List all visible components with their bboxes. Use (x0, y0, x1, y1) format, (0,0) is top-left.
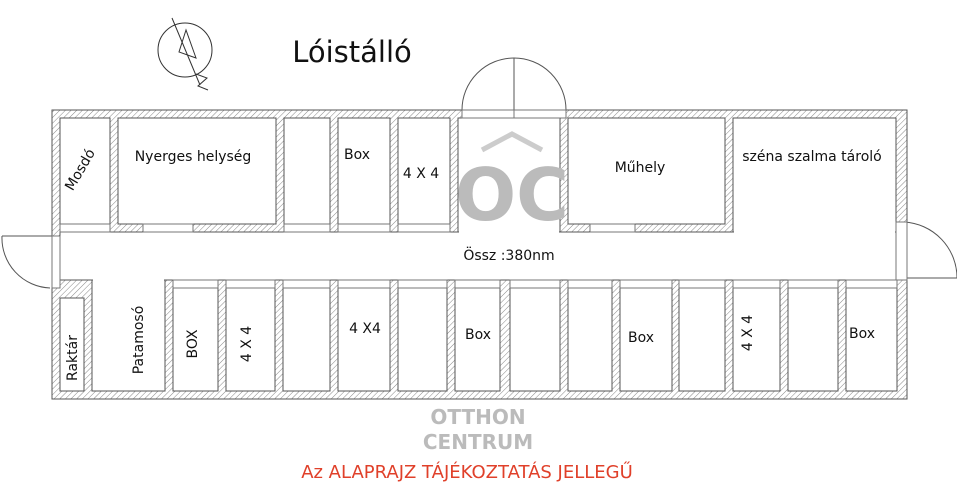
room-box (337, 117, 391, 225)
room-muhely (567, 117, 726, 225)
footer-note: Az ALAPRAJZ TÁJÉKOZTATÁS JELLEGŰ (301, 461, 633, 483)
room-4x4 (397, 117, 451, 225)
double-door (461, 57, 567, 118)
door-opening (397, 223, 451, 233)
stall-4 (337, 287, 391, 392)
room-label-szena: széna szalma tároló (742, 149, 881, 165)
left-door (1, 235, 52, 289)
stall-label: 4 X4 (349, 321, 381, 337)
stall-12 (787, 287, 839, 392)
stall-8 (567, 287, 613, 392)
watermark-logo: OC (455, 153, 569, 237)
door-opening (787, 279, 839, 289)
door-opening (845, 279, 898, 289)
door-opening (337, 279, 391, 289)
stall-13 (845, 287, 898, 392)
right-door (903, 221, 957, 279)
door-opening (283, 223, 331, 233)
page-title: Lóistálló (292, 35, 412, 69)
stall-6 (454, 287, 501, 392)
door-opening (461, 109, 515, 119)
stall-2 (225, 287, 276, 392)
door-opening (454, 279, 501, 289)
room-label-box: Box (344, 147, 370, 163)
room-patamoso (91, 279, 166, 392)
watermark-line1: OTTHON (430, 405, 525, 429)
room-label-raktar: Raktár (65, 335, 81, 381)
door-opening (567, 279, 613, 289)
room-raktar (59, 297, 85, 392)
door-opening (589, 223, 636, 233)
stall-9 (619, 287, 673, 392)
room-label-patamoso: Patamosó (131, 306, 147, 375)
stall-3 (282, 287, 331, 392)
stall-label: Box (465, 327, 491, 343)
stall-7 (509, 287, 561, 392)
door-opening (59, 223, 111, 233)
stall-label: Box (628, 330, 654, 346)
door-opening (895, 221, 908, 281)
door-opening (678, 279, 726, 289)
stall-5 (397, 287, 448, 392)
door-opening (513, 109, 567, 119)
stall-label: Box (849, 326, 875, 342)
room-label-4x4: 4 X 4 (403, 166, 439, 182)
total-area: Össz :380nm (463, 246, 554, 264)
stall-label: 4 X 4 (239, 326, 255, 362)
door-opening (172, 279, 219, 289)
watermark: OC OTTHON CENTRUM (423, 131, 569, 454)
stall-label: 4 X 4 (740, 315, 756, 351)
room-empty (283, 117, 331, 225)
door-opening (619, 279, 673, 289)
stall-10 (678, 287, 726, 392)
stall-11 (732, 287, 781, 392)
room-label-nyerges: Nyerges helység (135, 149, 252, 165)
door-opening (142, 223, 194, 233)
door-opening (509, 279, 561, 289)
door-opening (225, 279, 276, 289)
watermark-line2: CENTRUM (423, 430, 533, 454)
door-opening (732, 279, 781, 289)
door-opening (282, 279, 331, 289)
north-arrow-icon (157, 17, 213, 91)
room-nyerges (117, 117, 277, 225)
room-label-muhely: Műhely (615, 160, 666, 176)
door-opening (51, 235, 61, 289)
door-opening (397, 279, 448, 289)
room-mosdo (59, 117, 111, 225)
door-opening (337, 223, 391, 233)
stall-label: BOX (185, 329, 201, 358)
